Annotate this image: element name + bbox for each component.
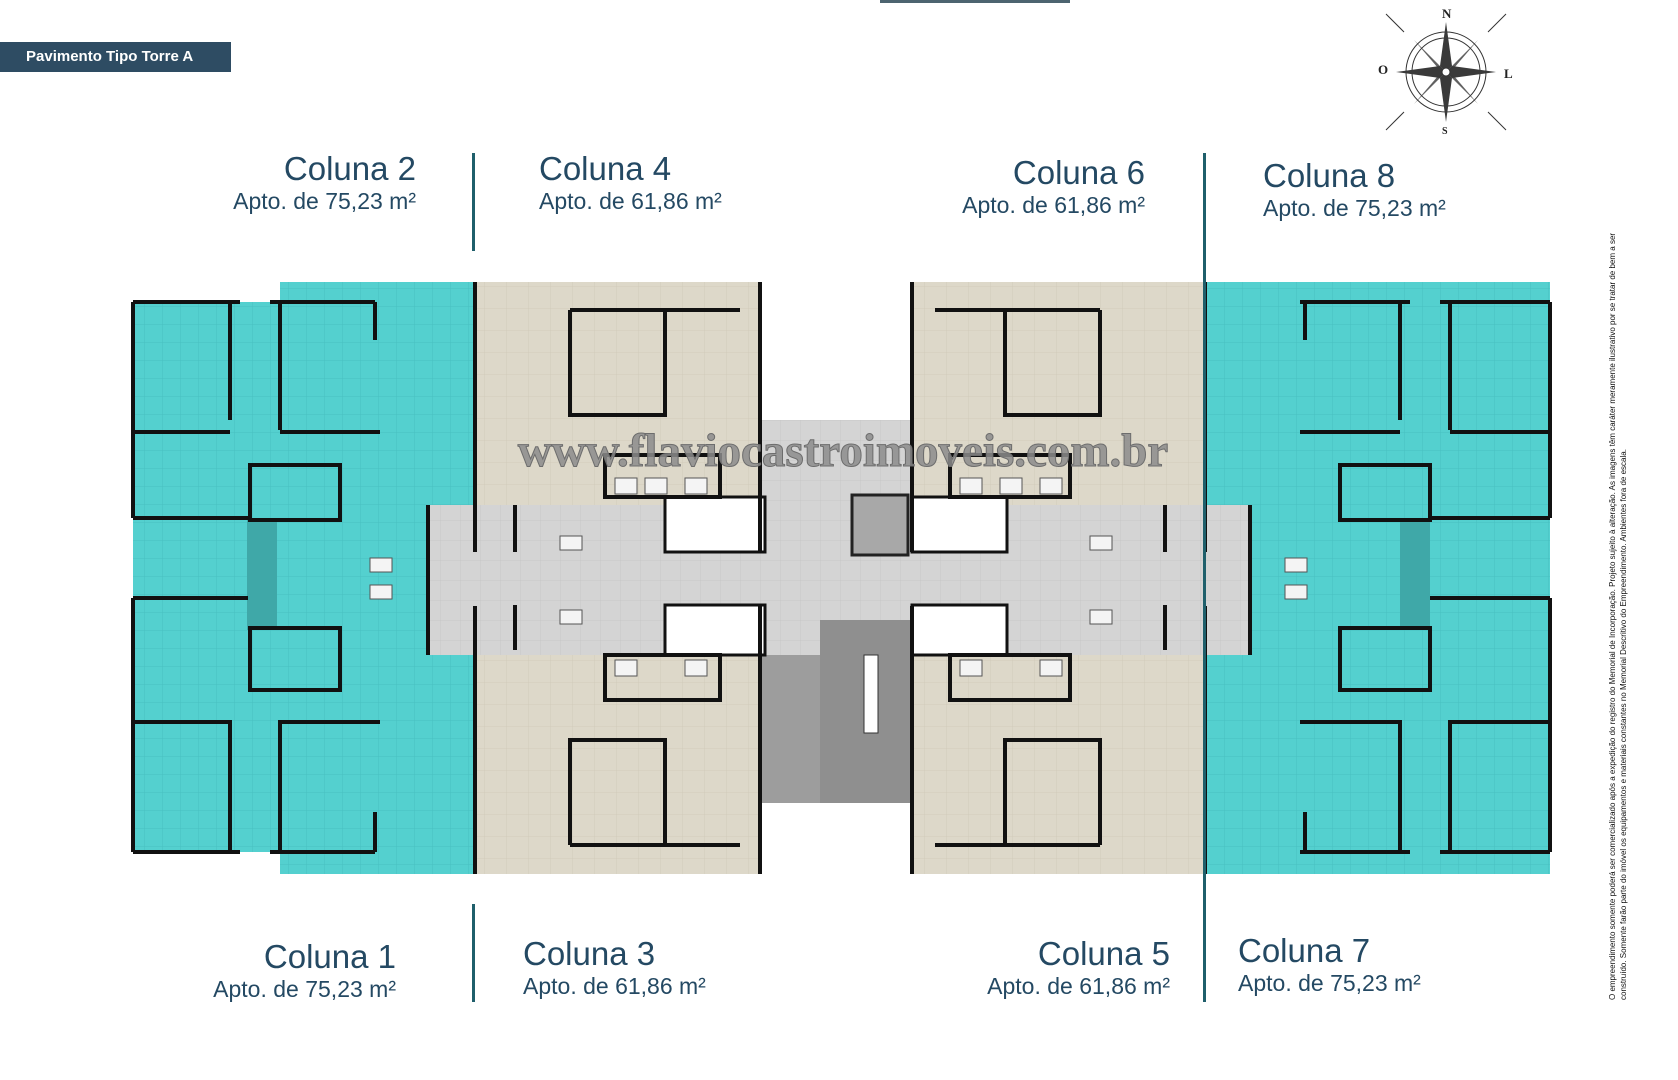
divider-bottom-right (1203, 880, 1206, 1002)
label-coluna-1: Coluna 1 Apto. de 75,23 m² (180, 940, 396, 1001)
coluna-4-area: Apto. de 61,86 m² (539, 188, 722, 214)
coluna-1-title: Coluna 1 (263, 938, 396, 975)
compass-rose-icon: N S O L (1378, 6, 1514, 138)
watermark-text: www.flaviocastroimoveis.com.br (517, 425, 1169, 478)
compass-north: N (1442, 6, 1452, 21)
floor-title-tag: Pavimento Tipo Torre A (0, 42, 231, 72)
coluna-7-title: Coluna 7 (1238, 932, 1371, 969)
compass-east: L (1504, 66, 1513, 81)
top-accent-bar (880, 0, 1070, 3)
fixtures (369, 477, 1308, 677)
coluna-2-title: Coluna 2 (283, 150, 416, 187)
label-coluna-3: Coluna 3 Apto. de 61,86 m² (523, 937, 706, 998)
legal-disclaimer: O empreendimento somente poderá ser come… (1608, 232, 1628, 1000)
shafts (663, 495, 1009, 657)
compass-south: S (1442, 126, 1448, 137)
coluna-2-area: Apto. de 75,23 m² (233, 188, 416, 214)
circulation-corridor (428, 420, 1250, 803)
divider-top-left (472, 153, 475, 251)
divider-top-right (1203, 153, 1206, 880)
coluna-5-area: Apto. de 61,86 m² (987, 973, 1170, 999)
divider-bottom-left (472, 904, 475, 1002)
coluna-3-title: Coluna 3 (523, 935, 656, 972)
label-coluna-2: Coluna 2 Apto. de 75,23 m² (200, 152, 416, 213)
compass-west: O (1378, 62, 1389, 77)
walls (131, 282, 1552, 874)
coluna-4-title: Coluna 4 (539, 150, 672, 187)
unit-coluna-7 (1205, 580, 1550, 874)
label-coluna-4: Coluna 4 Apto. de 61,86 m² (539, 152, 722, 213)
coluna-6-area: Apto. de 61,86 m² (962, 192, 1145, 218)
coluna-8-area: Apto. de 75,23 m² (1263, 195, 1446, 221)
coluna-3-area: Apto. de 61,86 m² (523, 973, 706, 999)
coluna-1-area: Apto. de 75,23 m² (213, 976, 396, 1002)
unit-coluna-2 (133, 282, 475, 580)
label-coluna-6: Coluna 6 Apto. de 61,86 m² (920, 156, 1145, 217)
coluna-7-area: Apto. de 75,23 m² (1238, 970, 1421, 996)
label-coluna-5: Coluna 5 Apto. de 61,86 m² (945, 937, 1170, 998)
coluna-6-title: Coluna 6 (1012, 154, 1145, 191)
coluna-8-title: Coluna 8 (1263, 157, 1396, 194)
coluna-5-title: Coluna 5 (1037, 935, 1170, 972)
unit-coluna-1 (133, 580, 475, 874)
label-coluna-7: Coluna 7 Apto. de 75,23 m² (1238, 934, 1421, 995)
label-coluna-8: Coluna 8 Apto. de 75,23 m² (1263, 159, 1446, 220)
